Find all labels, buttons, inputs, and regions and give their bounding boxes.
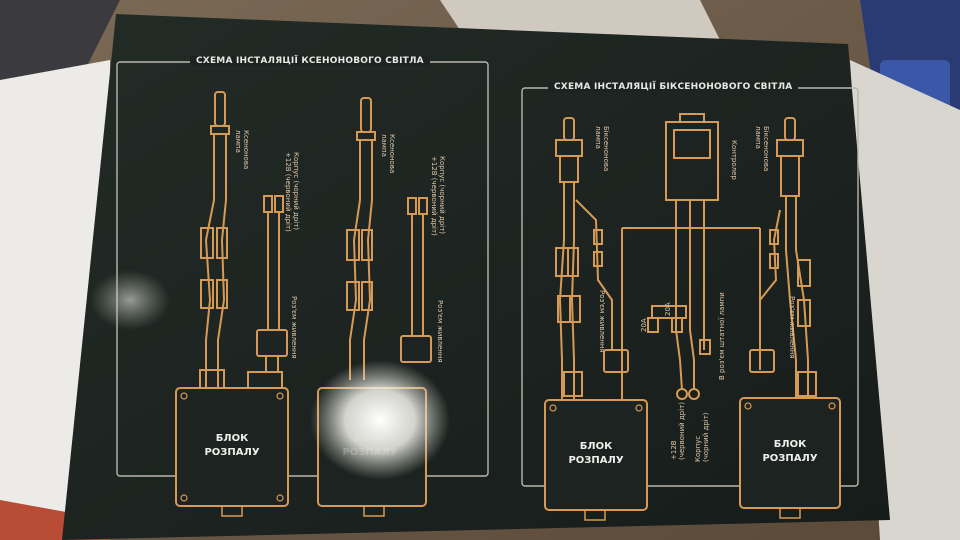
right-diagram (555, 113, 817, 400)
left-panel-caption: СХЕМА ІНСТАЛЯЦІЇ КСЕНОНОВОГО СВІТЛА (190, 56, 430, 66)
bixenon-lamp-2-label: Біксенонова лампа (754, 126, 770, 172)
flash-glare-small (90, 270, 170, 330)
connector-1c (200, 279, 214, 309)
left-block-1-label: БЛОК РОЗПАЛУ (204, 433, 260, 458)
power-2-label: Корпус (чорний дріт) +12В (червоний дріт… (430, 156, 446, 236)
lamp-1-base (210, 125, 230, 135)
lamp-1-wire-b (217, 134, 227, 390)
power-connector-4 (749, 349, 775, 373)
lamp-2-label: Ксенонова лампа (380, 134, 396, 174)
flash-glare (310, 360, 450, 480)
right-block-2-label: БЛОК РОЗПАЛУ (762, 439, 818, 464)
socket-label: В роз'єм штатної лампи (718, 292, 726, 380)
lamp-1-label: Ксенонова лампа (234, 130, 250, 170)
bixenon-lamp-1-label: Біксенонова лампа (594, 126, 610, 172)
connector-4-label: Роз'єм живлення (788, 296, 796, 359)
controller-label: Контролер (730, 140, 738, 180)
connector-2-label: Роз'єм живлення (436, 300, 444, 363)
power-connector-3 (603, 349, 629, 373)
fuse-1-label: 20А (640, 318, 648, 332)
connector-1d (216, 279, 228, 309)
wires-label: Корпус (чорний дріт) (694, 412, 710, 462)
left-diagram (199, 91, 432, 391)
power-1-label: Корпус (чорний дріт) +12В (червоний дріт… (284, 152, 300, 232)
fuse-2-label: 20А (664, 302, 672, 316)
connector-1-label: Роз'єм живлення (290, 296, 298, 359)
plus-label: +12В (червоний дріт) (670, 402, 686, 460)
lamp-1-wire-a (204, 134, 215, 390)
left-block-2-label: БЛОК РОЗПАЛУ (342, 433, 398, 458)
connector-1a (200, 227, 214, 259)
right-panel-caption: СХЕМА ІНСТАЛЯЦІЇ БІКСЕНОНОВОГО СВІТЛА (548, 82, 799, 92)
right-block-1-label: БЛОК РОЗПАЛУ (568, 441, 624, 466)
connector-1b (216, 227, 228, 259)
connector-3-label: Роз'єм живлення (598, 290, 606, 353)
power-connector-2 (400, 335, 432, 363)
power-connector-1 (256, 329, 288, 357)
